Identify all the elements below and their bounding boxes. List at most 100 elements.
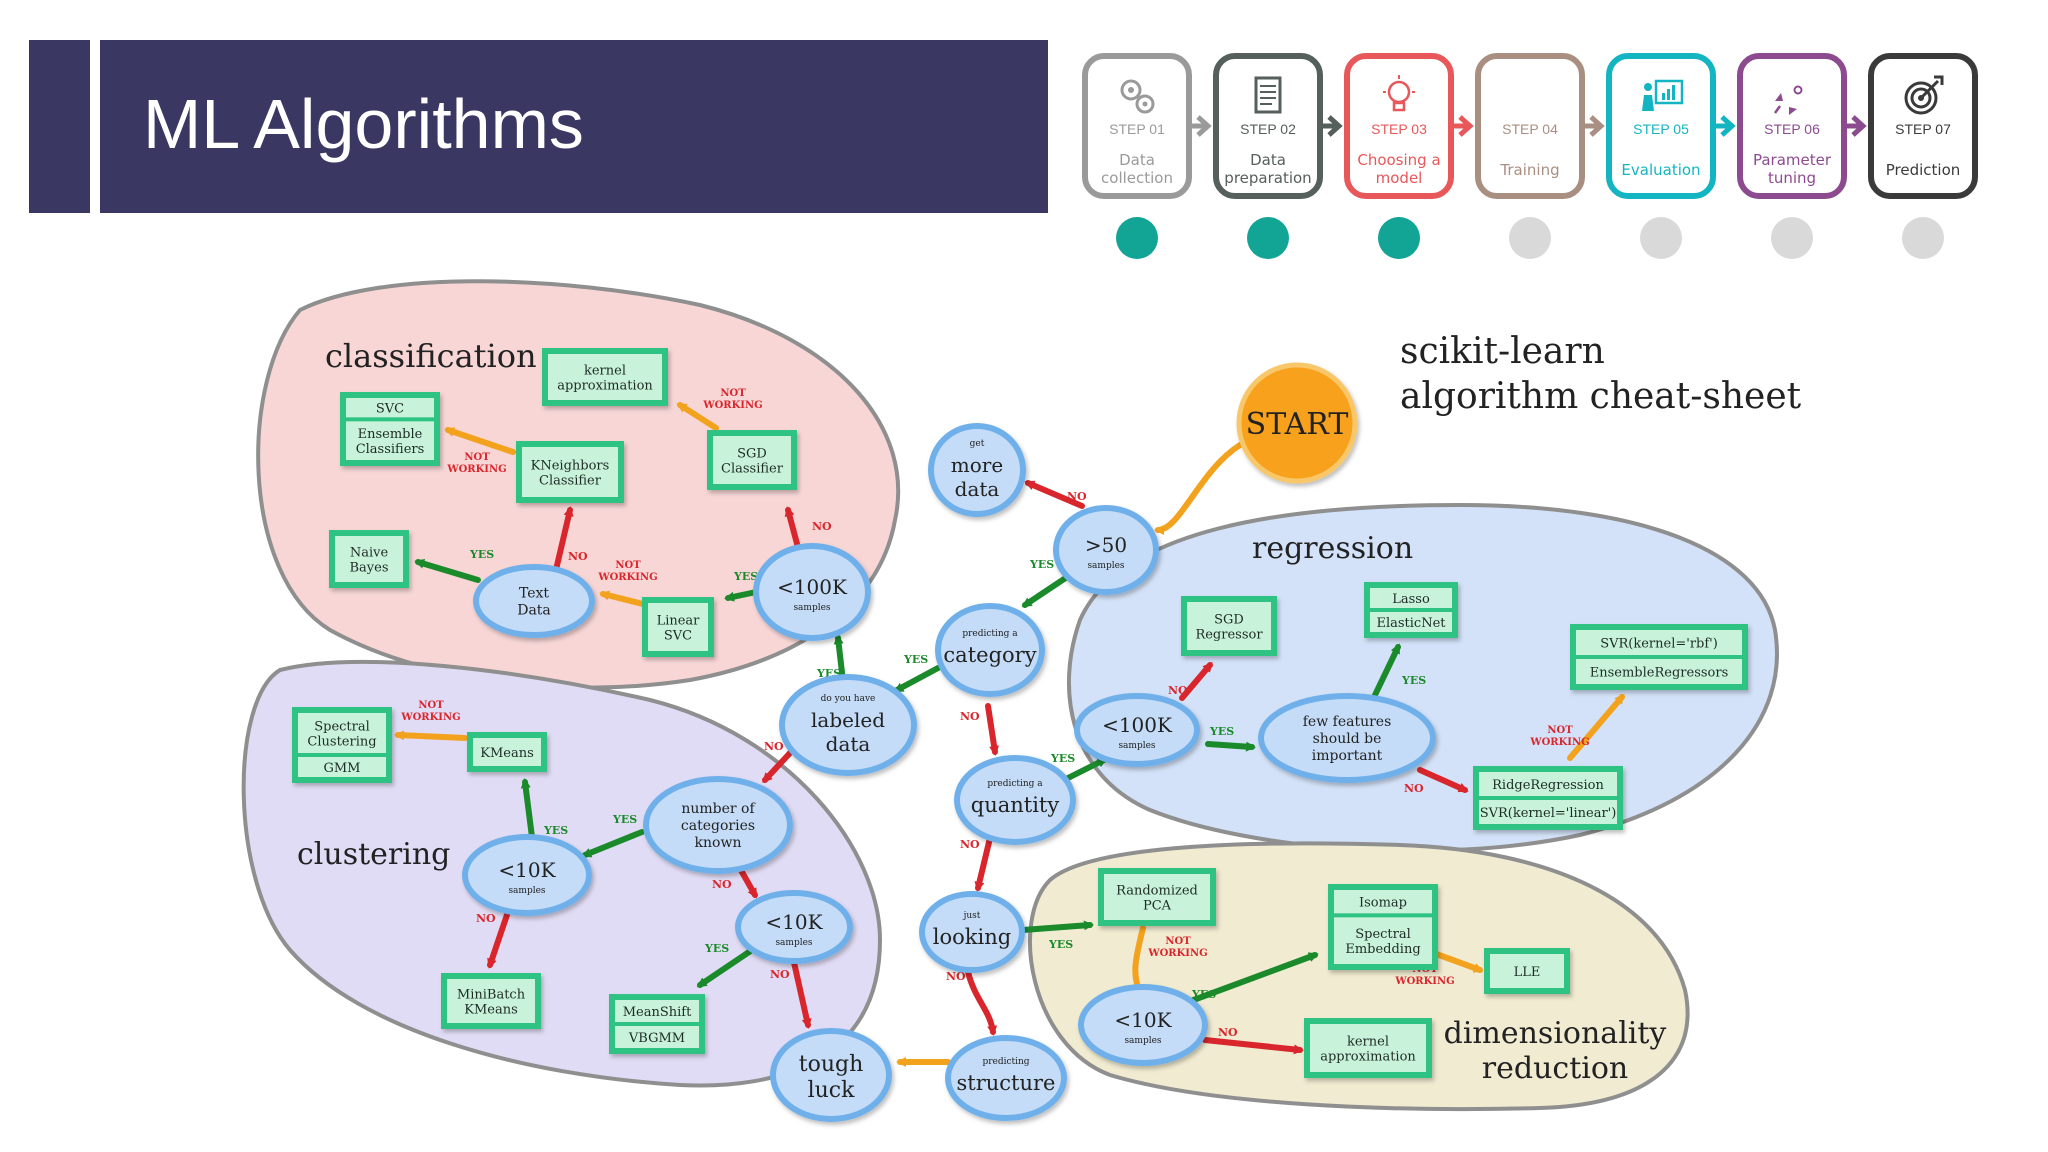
label-no: NO <box>1067 490 1087 503</box>
node-caption: samples <box>1124 1036 1161 1046</box>
sheet-title-1: scikit-learn <box>1400 331 1605 372</box>
node-ellipse <box>779 674 917 776</box>
box-label: Bayes <box>349 561 388 576</box>
box-svr-rbf: SVR(kernel='rbf')EnsembleRegressors <box>1570 624 1748 690</box>
node-text: <100K <box>1102 713 1173 737</box>
node-text: data <box>955 477 1000 501</box>
label-no: NO <box>1404 782 1424 795</box>
label-yes: YES <box>1401 674 1426 687</box>
title-accent-bar <box>29 40 90 213</box>
label-no: NO <box>812 520 832 533</box>
node-caption: predicting <box>982 1057 1029 1067</box>
step-progress-dot <box>1509 217 1551 259</box>
label-not: NOT <box>464 452 490 463</box>
step-label-line: Training <box>1500 161 1560 179</box>
step-arrow-icon <box>1845 115 1867 137</box>
box-cell <box>1334 917 1432 964</box>
node-text: number of <box>681 801 756 817</box>
rocket-icon <box>1769 73 1815 119</box>
step-number: STEP 05 <box>1633 121 1689 137</box>
box-cell <box>473 738 541 766</box>
node-gt50: >50 samples <box>1053 505 1159 595</box>
box-label: approximation <box>1320 1050 1416 1065</box>
box-label: Ensemble <box>358 427 423 442</box>
node-text: looking <box>933 925 1011 949</box>
node-text: <10K <box>1114 1008 1172 1032</box>
step-label-line: collection <box>1101 169 1173 187</box>
title-bar <box>100 40 1048 213</box>
box-cell <box>615 1026 699 1048</box>
box-cell <box>548 354 662 400</box>
sheet-title-2: algorithm cheat-sheet <box>1400 376 1802 417</box>
label-working: WORKING <box>597 572 657 583</box>
label-not: NOT <box>615 560 641 571</box>
step-progress-dot <box>1247 217 1289 259</box>
label-yes: YES <box>704 942 729 955</box>
label-yes: YES <box>1029 558 1054 571</box>
node-text: quantity <box>971 793 1060 817</box>
regression-title: regression <box>1252 531 1413 566</box>
node-text: tough <box>799 1052 864 1077</box>
box-cell <box>1479 772 1617 796</box>
label-not: NOT <box>720 388 746 399</box>
arrow-few-yes <box>1372 643 1401 698</box>
node-text: categories <box>681 818 755 834</box>
node-ellipse <box>919 891 1025 973</box>
box-cell <box>1370 588 1452 608</box>
box-label: approximation <box>557 379 653 394</box>
node-ellipse <box>462 834 592 916</box>
node-text: luck <box>808 1078 856 1103</box>
node-caption: get <box>970 439 985 449</box>
step-arrow-icon <box>1452 115 1474 137</box>
box-label: Lasso <box>1392 592 1430 607</box>
step-label-line: tuning <box>1767 169 1817 187</box>
target-icon <box>1900 73 1946 119</box>
box-label: Classifier <box>721 462 784 477</box>
box-label: RidgeRegression <box>1492 778 1604 793</box>
start-arrow <box>1154 442 1243 535</box>
box-cell <box>615 1000 699 1022</box>
box-label: PCA <box>1143 899 1172 914</box>
dimred-title-2: reduction <box>1482 1051 1628 1086</box>
box-label: KNeighbors <box>531 459 610 474</box>
node-ellipse <box>1078 984 1208 1066</box>
label-yes: YES <box>469 548 494 561</box>
label-no: NO <box>712 878 732 891</box>
arrow-cl10kb-no <box>790 955 812 1029</box>
label-yes: YES <box>1048 938 1073 951</box>
step-progress-dot <box>1771 217 1813 259</box>
node-text: labeled <box>811 708 885 732</box>
box-cell <box>1187 602 1271 650</box>
box-label: EnsembleRegressors <box>1590 666 1729 681</box>
arrow-sgdc-nw <box>676 402 719 431</box>
node-text: should be <box>1313 731 1382 747</box>
node-caption: samples <box>1118 741 1155 751</box>
box-cell <box>1104 874 1210 920</box>
box-label: GMM <box>323 761 360 776</box>
label-working: WORKING <box>446 464 506 475</box>
node-text: >50 <box>1085 533 1127 557</box>
node-ellipse <box>1258 693 1436 783</box>
node-caption: samples <box>1087 561 1124 571</box>
box-label: Embedding <box>1345 942 1420 957</box>
step-arrow-icon <box>1583 115 1605 137</box>
step-label-line: Prediction <box>1885 161 1961 179</box>
node-text: important <box>1312 748 1383 764</box>
label-not: NOT <box>418 700 444 711</box>
step-progress-dot <box>1640 217 1682 259</box>
